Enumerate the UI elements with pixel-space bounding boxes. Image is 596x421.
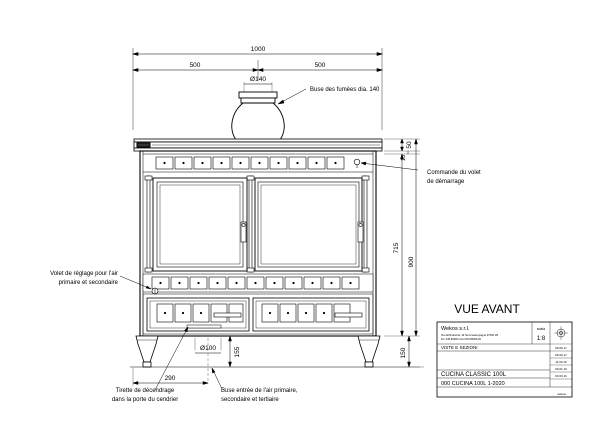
flue-outlet: [231, 91, 285, 141]
revision-1: 09.06.17: [555, 346, 567, 350]
legs: [135, 335, 381, 368]
lower-panel: [142, 293, 374, 335]
middle-tile-band: [142, 273, 374, 293]
revision-2: 06.06.17: [555, 353, 567, 357]
dim-vent-distance: 290: [165, 375, 176, 382]
sheet-note: wekos: [557, 392, 566, 396]
dim-band-height: 15: [401, 155, 407, 161]
start-control-leader: [360, 161, 419, 171]
air-regulation-label-2: primaire et secondaire: [59, 280, 119, 286]
air-inlet-dim: [194, 338, 222, 384]
drawing-code: 000 CUCINA 100L 1-2020: [441, 381, 505, 387]
start-control-label-2: de démarrage: [427, 179, 465, 185]
company-name: Wekos s.r.l.: [441, 326, 470, 332]
vent-offset-dim: [228, 335, 232, 368]
revision-3: 11.03.16: [555, 360, 567, 364]
vent-distance-dim: [132, 368, 209, 386]
company-contact: Tel. 045 8969/1 Fax 045 8969/1/20: [441, 337, 482, 341]
dim-total-height: 900: [408, 256, 415, 267]
company-address: Via dell'Industria, 16 Sommacampagna 370…: [441, 333, 498, 337]
air-inlet-label-2: secondaire et tertiaire: [221, 397, 279, 403]
top-dimensions: [131, 48, 384, 130]
flue-leader: [277, 88, 307, 105]
middle-tile-dots: [159, 281, 352, 285]
dim-total-width: 1000: [251, 46, 266, 53]
dim-legs-height: 150: [400, 347, 407, 358]
start-damper-knob: [353, 158, 361, 168]
air-inlet-label-1: Buse entrée de l'air primaire,: [221, 388, 298, 394]
left-oven-door: [152, 177, 248, 272]
dim-top-height: 50: [406, 141, 413, 149]
right-dimensions: [384, 138, 424, 368]
air-regulator-knob: [151, 287, 159, 295]
scale-label: scala: [537, 327, 545, 331]
product-name: CUCINA CLASSIC 100L: [441, 372, 507, 378]
dim-vent-offset: 155: [234, 346, 241, 357]
draft-label-1: Tirette de décendrage: [116, 388, 175, 394]
dim-half-right: 500: [315, 62, 326, 69]
columns: [144, 175, 370, 273]
revision-5: 03.03.16: [555, 374, 567, 378]
draft-label-2: dans la porte du cendrier: [112, 397, 178, 403]
bottom-leaders: [154, 326, 223, 391]
dim-vent-diameter: Ø100: [200, 345, 216, 352]
top-tile-dots: [163, 161, 337, 165]
scale-value: 1:8: [537, 336, 546, 342]
door-handles: [240, 221, 364, 243]
left-ash-drawer: [146, 297, 250, 332]
view-title: VUE AVANT: [454, 302, 520, 316]
right-ash-drawer: [252, 297, 370, 332]
right-oven-door: [254, 177, 363, 272]
dim-flue-diameter: Ø140: [250, 76, 266, 83]
projection-symbol-icon: [554, 326, 568, 340]
air-regulation-label-1: Volet de réglage pour l'air: [50, 271, 118, 277]
flue-label: Buse des fumées dia. 140: [310, 87, 380, 93]
dim-half-left: 500: [190, 62, 201, 69]
cooktop: [133, 138, 383, 152]
title-block: [436, 321, 573, 398]
drawer-dots: [163, 311, 326, 315]
section-label: VISTE E SEZIONI: [441, 345, 478, 350]
start-control-label-1: Commande du volet: [427, 170, 481, 176]
air-regulation-leader: [119, 275, 152, 290]
revision-4: 09.01.16: [555, 367, 567, 371]
dim-body-height: 715: [393, 242, 400, 253]
